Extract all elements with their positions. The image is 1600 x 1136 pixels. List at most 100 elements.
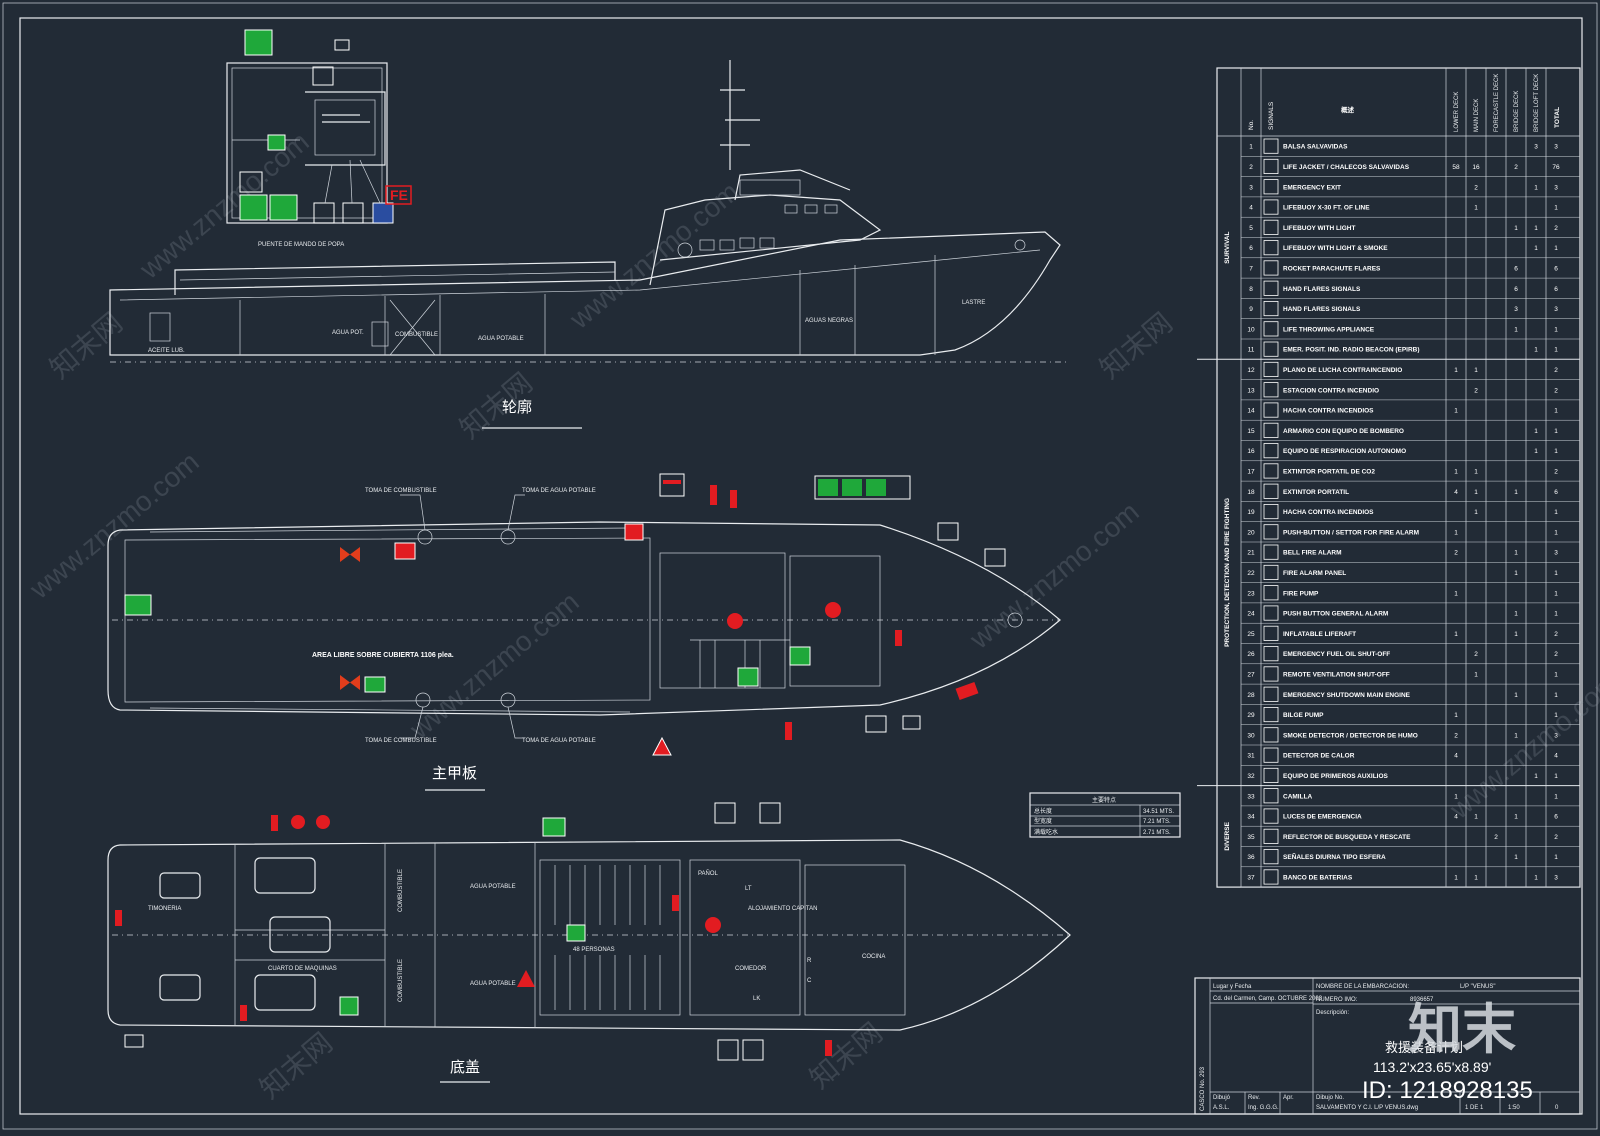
- vessel-name-label: NOMBRE DE LA EMBARCACION:: [1316, 984, 1409, 990]
- legend-sign-icon: [1263, 402, 1279, 418]
- imo-label: NUMERO IMO:: [1316, 997, 1358, 1003]
- legend-sign-icon: [1263, 585, 1279, 601]
- legend-row-desc: BELL FIRE ALARM: [1283, 550, 1342, 557]
- legend-row-no: 2: [1249, 164, 1253, 171]
- legend-sign-icon: [1263, 625, 1279, 641]
- battery-icon: [124, 1034, 144, 1048]
- legend-row-no: 21: [1247, 550, 1255, 557]
- legend-row-desc: LIFEBUOY X-30 FT. OF LINE: [1283, 205, 1370, 212]
- legend-sign-icon: [1263, 158, 1279, 175]
- legend-row-value: 1: [1534, 773, 1538, 780]
- legend-row-total: 1: [1554, 428, 1558, 435]
- vessel-dimensions: 113.2'x23.65'x8.89': [1373, 1059, 1491, 1075]
- legend-sign-icon: [1263, 321, 1279, 337]
- legend-row-value: 2: [1454, 550, 1458, 557]
- inner-frame: [19, 17, 1583, 1115]
- legend-row-no: 15: [1247, 428, 1255, 435]
- lower-label: COMBUSTIBLE: [398, 959, 404, 1002]
- first-aid-sign: [313, 202, 335, 224]
- legend-row-desc: EQUIPO DE RESPIRACION AUTONOMO: [1283, 448, 1406, 455]
- watermark-site: www.znzmo.com: [563, 176, 745, 335]
- legend-row-no: 22: [1247, 570, 1255, 577]
- deck-callout: TOMA DE AGUA POTABLE: [522, 738, 596, 744]
- legend-row-no: 28: [1247, 692, 1255, 699]
- svg-text:FE: FE: [390, 187, 408, 203]
- legend-row-value: 1: [1474, 205, 1478, 212]
- lower-deck-caption: 底盖: [450, 1059, 480, 1076]
- legend-head-col: LOWER DECK: [1454, 92, 1460, 132]
- legend-row-total: 1: [1554, 326, 1558, 333]
- legend-group-label: SURVIVAL: [1224, 231, 1231, 263]
- extinguisher-icon: [825, 1040, 832, 1056]
- legend-row-value: 1: [1514, 550, 1518, 557]
- legend-row-desc: FIRE PUMP: [1283, 590, 1319, 597]
- lower-label: AGUA POTABLE: [470, 884, 516, 890]
- legend-row-no: 29: [1247, 712, 1255, 719]
- feature-value: 34.51 MTS.: [1143, 809, 1174, 815]
- legend-row-no: 24: [1247, 611, 1255, 618]
- legend-row-no: 31: [1247, 753, 1255, 760]
- legend-row-total: 1: [1554, 205, 1558, 212]
- alarm-bell-icon: [291, 815, 305, 829]
- watermark-site: www.znzmo.com: [963, 496, 1145, 655]
- watermark-brand: 知末网: [1094, 307, 1178, 385]
- lower-deck-plan: COMBUSTIBLE AGUA POTABLE COMBUSTIBLE AGU…: [107, 802, 1071, 1083]
- legend-sign-icon: [1263, 483, 1279, 499]
- extinguisher-icon: [115, 910, 122, 926]
- legend-sign-icon: [1263, 605, 1279, 621]
- legend-row-desc: DETECTOR DE CALOR: [1283, 753, 1355, 760]
- rev-no-value: 0: [1555, 1105, 1559, 1111]
- fuel-shutoff-icon: [340, 547, 360, 562]
- extinguisher-icon: [730, 490, 737, 508]
- legend-row-no: 27: [1247, 671, 1255, 678]
- legend-row-value: 1: [1514, 225, 1518, 232]
- legend-row-total: 76: [1552, 164, 1560, 171]
- legend-row-value: 6: [1514, 265, 1518, 272]
- legend-row-value: 58: [1452, 164, 1460, 171]
- features-title: 主要特点: [1092, 796, 1116, 804]
- legend-row-no: 4: [1249, 205, 1253, 212]
- legend-row-total: 1: [1554, 793, 1558, 800]
- legend-row-no: 34: [1247, 814, 1255, 821]
- legend-row-total: 2: [1554, 387, 1558, 394]
- legend-row-total: 4: [1554, 753, 1558, 760]
- liferaft-sign: [244, 29, 273, 56]
- legend-row-no: 11: [1248, 347, 1255, 354]
- description-label: Descripción:: [1316, 1010, 1349, 1016]
- dibujo-no-value: SALVAMENTO Y C.I. L/P VENUS.dwg: [1316, 1105, 1418, 1111]
- legend-row-desc: HACHA CONTRA INCENDIOS: [1283, 509, 1374, 516]
- feature-key: 总长度: [1034, 807, 1052, 815]
- title-block: CASCO No. 293 Lugar y Fecha Cd. del Carm…: [1194, 977, 1581, 1115]
- legend-row-value: 1: [1454, 408, 1458, 415]
- profile-label: AGUA POTABLE: [478, 336, 524, 342]
- lower-label: CUARTO DE MAQUINAS: [268, 966, 337, 972]
- legend-row-desc: EMERGENCY SHUTDOWN MAIN ENGINE: [1283, 692, 1411, 699]
- legend-row-no: 13: [1247, 387, 1255, 394]
- main-deck-plan: AREA LIBRE SOBRE CUBIERTA 1106 plea. TOM…: [107, 473, 1061, 791]
- legend-row-desc: EMERGENCY EXIT: [1283, 184, 1341, 191]
- legend-row-desc: LIFEBUOY WITH LIGHT: [1283, 225, 1355, 232]
- fire-station-sign: [394, 542, 416, 560]
- legend-row-value: 1: [1514, 611, 1518, 618]
- legend-row-desc: SMOKE DETECTOR / DETECTOR DE HUMO: [1283, 732, 1418, 739]
- profile-view: ACEITE LUB. AGUA POT. COMBUSTIBLE AGUA P…: [109, 60, 1070, 429]
- legend-head-desc: 概述: [1341, 105, 1355, 114]
- legend-row-value: 1: [1474, 468, 1478, 475]
- legend-row-value: 4: [1454, 489, 1458, 496]
- legend-sign-icon: [1263, 849, 1279, 865]
- flare-sign: [239, 171, 263, 193]
- legend-row-desc: FIRE ALARM PANEL: [1283, 570, 1346, 577]
- legend-row-no: 18: [1247, 489, 1255, 496]
- liferaft-sign: [239, 194, 268, 221]
- legend-row-no: 8: [1249, 286, 1253, 293]
- legend-sign-icon: [1263, 788, 1279, 804]
- legend-sign-icon: [1263, 240, 1279, 256]
- legend-row-no: 36: [1247, 854, 1255, 861]
- deck-area-label: AREA LIBRE SOBRE CUBIERTA 1106 plea.: [312, 652, 454, 659]
- legend-sign-icon: [1263, 443, 1279, 459]
- legend-row-total: 1: [1554, 773, 1558, 780]
- legend-row-value: 3: [1514, 306, 1518, 313]
- legend-sign-icon: [1263, 808, 1279, 824]
